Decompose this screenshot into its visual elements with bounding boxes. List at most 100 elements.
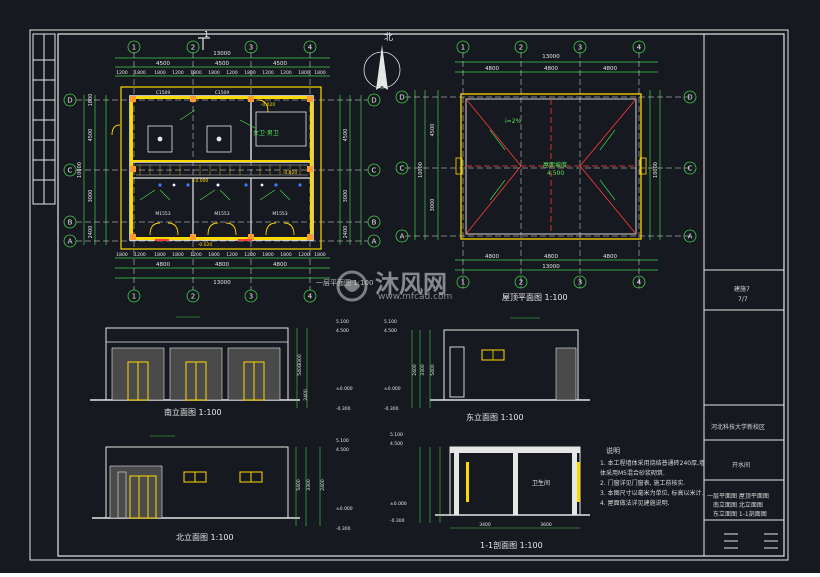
axis-bubble-label: A <box>68 238 73 246</box>
dim-text: 5.100 <box>336 319 349 325</box>
axis-bubble-label: 4 <box>308 44 313 52</box>
axis-bubble-label: 1 <box>461 44 465 52</box>
axis-bubble <box>573 275 587 289</box>
axis-bubble-label: A <box>400 233 405 241</box>
axis-bubble <box>632 275 646 289</box>
north-elevation-title: 北立面图 1:100 <box>176 533 234 542</box>
axis-bubble <box>514 40 528 54</box>
axis-bubble-label: 4 <box>637 44 642 52</box>
axis-bubble <box>456 275 470 289</box>
axis-bubble-label: C <box>372 167 377 175</box>
dim-text: -0.020 <box>261 102 276 108</box>
axis-bubble-label: 2 <box>191 293 195 301</box>
dim-text: 13000 <box>213 280 231 286</box>
axis-bubble-label: D <box>371 97 376 105</box>
dim-text: 4.500 <box>336 447 349 453</box>
dim-text: 10000 <box>418 162 424 178</box>
axis-bubble <box>244 289 258 303</box>
dim-text: 5400 <box>430 364 436 376</box>
axis-bubble <box>186 40 200 54</box>
dim-text: 3300 <box>306 479 312 491</box>
dim-text: 1800 <box>262 252 274 258</box>
dim-text: 4.500 <box>336 328 349 334</box>
title-block-contents-2: 南立面图 北立面图 <box>713 502 763 509</box>
east-elevation-title: 东立面图 1:100 <box>466 413 524 422</box>
axis-bubble <box>127 40 141 54</box>
axis-bubble <box>456 40 470 54</box>
axis-bubble-label: 1 <box>132 44 136 52</box>
north-elevation <box>92 435 321 526</box>
room-note: 女卫·男卫 <box>253 130 279 137</box>
axis-bubble <box>127 289 141 303</box>
dim-text: 5400 <box>297 364 303 376</box>
axis-bubble-label: 3 <box>249 44 253 52</box>
dim-text: 1200 <box>172 70 184 76</box>
section-1-1 <box>419 446 590 529</box>
axis-bubble-label: C <box>400 165 405 173</box>
dim-text: 13000 <box>213 51 231 57</box>
section-mark-label: 1 <box>204 30 210 39</box>
title-block-code: 7/7 <box>738 296 748 303</box>
roof-plan <box>405 52 690 288</box>
title-block-drawing-no: 建施7 <box>734 286 750 293</box>
dim-text: 4800 <box>485 66 499 72</box>
axis-bubble <box>244 40 258 54</box>
dim-text: -0.020 <box>198 242 213 248</box>
dim-text: 4500 <box>430 124 436 137</box>
dim-text: ±0.000 <box>384 386 401 392</box>
dim-text: 4800 <box>603 66 617 72</box>
notes-line-3: 2. 门窗详见门窗表, 施工前核实. <box>600 480 686 487</box>
dim-text: 2400 <box>88 226 94 239</box>
axis-bubble <box>514 275 528 289</box>
axis-bubble-label: A <box>372 238 377 246</box>
title-block-contents-3: 东立面图 1-1剖面图 <box>713 511 767 518</box>
dim-text: 3000 <box>343 190 349 203</box>
watermark-url: www.mfcad.com <box>378 292 453 302</box>
axis-bubble <box>63 215 77 229</box>
dim-text: 4500 <box>343 129 349 142</box>
axis-bubble-label: 4 <box>637 279 642 287</box>
dim-text: -0.300 <box>336 406 351 412</box>
floor-plan <box>76 37 368 290</box>
dim-text: M1553 <box>272 211 287 217</box>
south-elevation-title: 南立面图 1:100 <box>164 408 222 417</box>
dim-text: ±0.000 <box>336 506 353 512</box>
dim-text: 4800 <box>544 254 558 260</box>
notes-line-4: 3. 本图尺寸以毫米为单位, 标高以米计. <box>600 490 704 497</box>
axis-bubble-label: 2 <box>519 44 523 52</box>
dim-text: 2400 <box>343 226 349 239</box>
section-title: 1-1剖面图 1:100 <box>480 541 543 550</box>
dim-text: 5.100 <box>390 432 403 438</box>
axis-bubble-label: C <box>688 165 693 173</box>
dim-text: 3000 <box>88 190 94 203</box>
axis-bubble <box>63 234 77 248</box>
title-block-contents-1: 一层平面图 屋顶平面图 <box>707 493 769 500</box>
north-arrow <box>363 45 401 90</box>
axis-bubble <box>395 90 409 104</box>
section-room-label: 卫生间 <box>532 480 551 487</box>
axis-bubble <box>367 234 381 248</box>
notes-title: 说明 <box>606 447 620 455</box>
axis-bubble-label: 3 <box>578 279 582 287</box>
dim-text: -0.300 <box>384 406 399 412</box>
notes-line-1: 1. 本工程墙体采用烧结普通砖240厚,墙 <box>600 460 705 467</box>
axis-bubble <box>683 229 697 243</box>
dim-text: 1800 <box>190 70 202 76</box>
watermark-brand: 沐风网 <box>375 270 447 298</box>
east-elevation <box>411 317 590 408</box>
dim-text: 2400 <box>320 479 326 491</box>
axis-bubble-label: A <box>688 233 693 241</box>
dim-text: M1553 <box>214 211 229 217</box>
dim-text: 1200 <box>226 252 238 258</box>
dim-text: 1800 <box>88 94 94 107</box>
dim-text: 1200 <box>280 70 292 76</box>
inner-frame <box>57 33 785 557</box>
dim-text: 4800 <box>215 262 229 268</box>
title-block-project: 开水间 <box>732 462 751 469</box>
dim-text: 1800 <box>134 70 146 76</box>
dim-text: 1800 <box>314 70 326 76</box>
axis-bubble-label: D <box>399 94 404 102</box>
roof-center-label: 屋面坡度 <box>543 162 568 169</box>
dim-text: 1200 <box>190 252 202 258</box>
